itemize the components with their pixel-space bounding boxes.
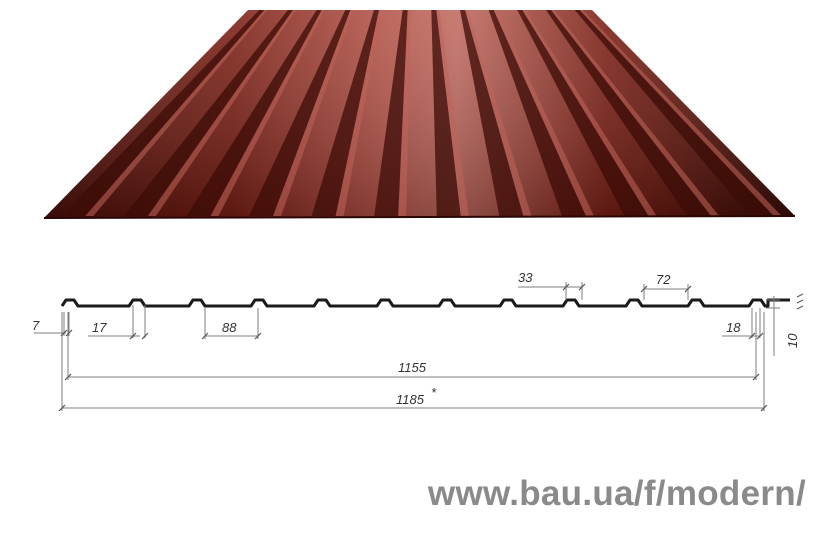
sheet-rib-highlight [335,10,382,216]
sheet-rib-highlight [493,10,594,216]
sheet-rib-shadow [517,10,649,216]
sheet-rib-shadow [574,10,774,216]
dim-label-72: 72 [656,272,671,287]
sheet-ribs [61,10,782,216]
sheet-illustration [43,10,796,219]
dim-label-88: 88 [222,320,237,335]
sheet-rib-shadow [123,10,293,216]
sheet-front-edge [43,215,796,219]
dimension-lines [34,282,780,411]
sheet-rib-highlight [522,10,657,216]
sheet-rib-highlight [551,10,720,216]
sheet-rib-shadow [374,10,408,216]
sheet-rib-shadow [311,10,379,216]
dim-label-1185-mark: * [431,385,437,400]
sheet-rib-shadow [61,10,265,216]
sheet-rib-shadow [186,10,322,216]
sheet-rib-highlight [85,10,268,216]
dim-label-10: 10 [785,333,800,348]
sheet-rib-highlight [147,10,296,216]
dim-label-1185: 1185 [396,392,425,407]
sheet-rib-highlight [465,10,532,216]
sheet-rib-shadow [249,10,351,216]
profile-line [60,298,790,308]
sheet-rib-shadow [546,10,712,216]
sheet-rib-highlight [398,10,411,216]
dim-label-1155: 1155 [398,360,427,375]
profile-end-marks [796,293,804,310]
watermark-url: www.bau.ua/f/modern/ [427,474,806,513]
sheet-rib-highlight [273,10,354,216]
dim-label-33: 33 [518,270,533,285]
sheet-rib-shadow [460,10,524,216]
dimension-labels: 7 17 88 33 72 18 10 1155 1185 * [32,270,800,407]
sheet-rib-highlight [579,10,782,216]
dim-label-17: 17 [92,320,107,335]
profile-cross-section [60,293,804,310]
dim-label-7: 7 [32,318,40,333]
dimension-ticks [58,283,768,412]
dim-label-18: 18 [726,320,741,335]
sheet-rib-shadow [488,10,586,216]
sheet-rib-shadow [431,10,461,216]
sheet-rib-highlight [210,10,325,216]
sheet-rib-highlight [436,10,469,216]
